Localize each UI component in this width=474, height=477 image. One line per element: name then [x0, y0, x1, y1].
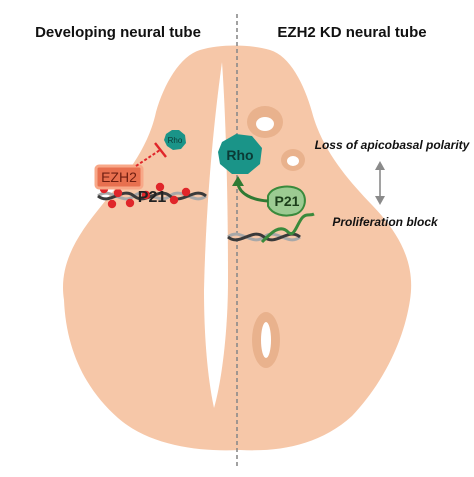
- rho-small: Rho: [164, 130, 186, 150]
- left-title: Developing neural tube: [35, 24, 201, 41]
- rho-small-label: Rho: [168, 136, 183, 145]
- rho-large: Rho: [218, 134, 262, 174]
- ectopic-lumen-1: [247, 106, 283, 138]
- ezh2-inhibits-rho: [135, 142, 167, 167]
- ectopic-lumen-3: [252, 312, 280, 368]
- p21-transcript: [260, 212, 315, 244]
- ezh2-protein: EZH2: [94, 164, 144, 190]
- p21-activates-rho-arrow: [232, 176, 269, 203]
- rho-large-label: Rho: [226, 147, 253, 163]
- ezh2-label: EZH2: [101, 169, 137, 185]
- double-headed-arrow: [375, 161, 385, 205]
- p21-left-label: P21: [138, 189, 167, 206]
- p21-right-label: P21: [275, 193, 300, 209]
- annotation-proliferation-block: Proliferation block: [332, 215, 439, 229]
- ectopic-lumen-2: [281, 149, 305, 171]
- p21-protein: P21: [267, 185, 306, 217]
- right-title: EZH2 KD neural tube: [277, 24, 426, 41]
- annotation-loss-of-polarity: Loss of apicobasal polarity: [315, 138, 471, 152]
